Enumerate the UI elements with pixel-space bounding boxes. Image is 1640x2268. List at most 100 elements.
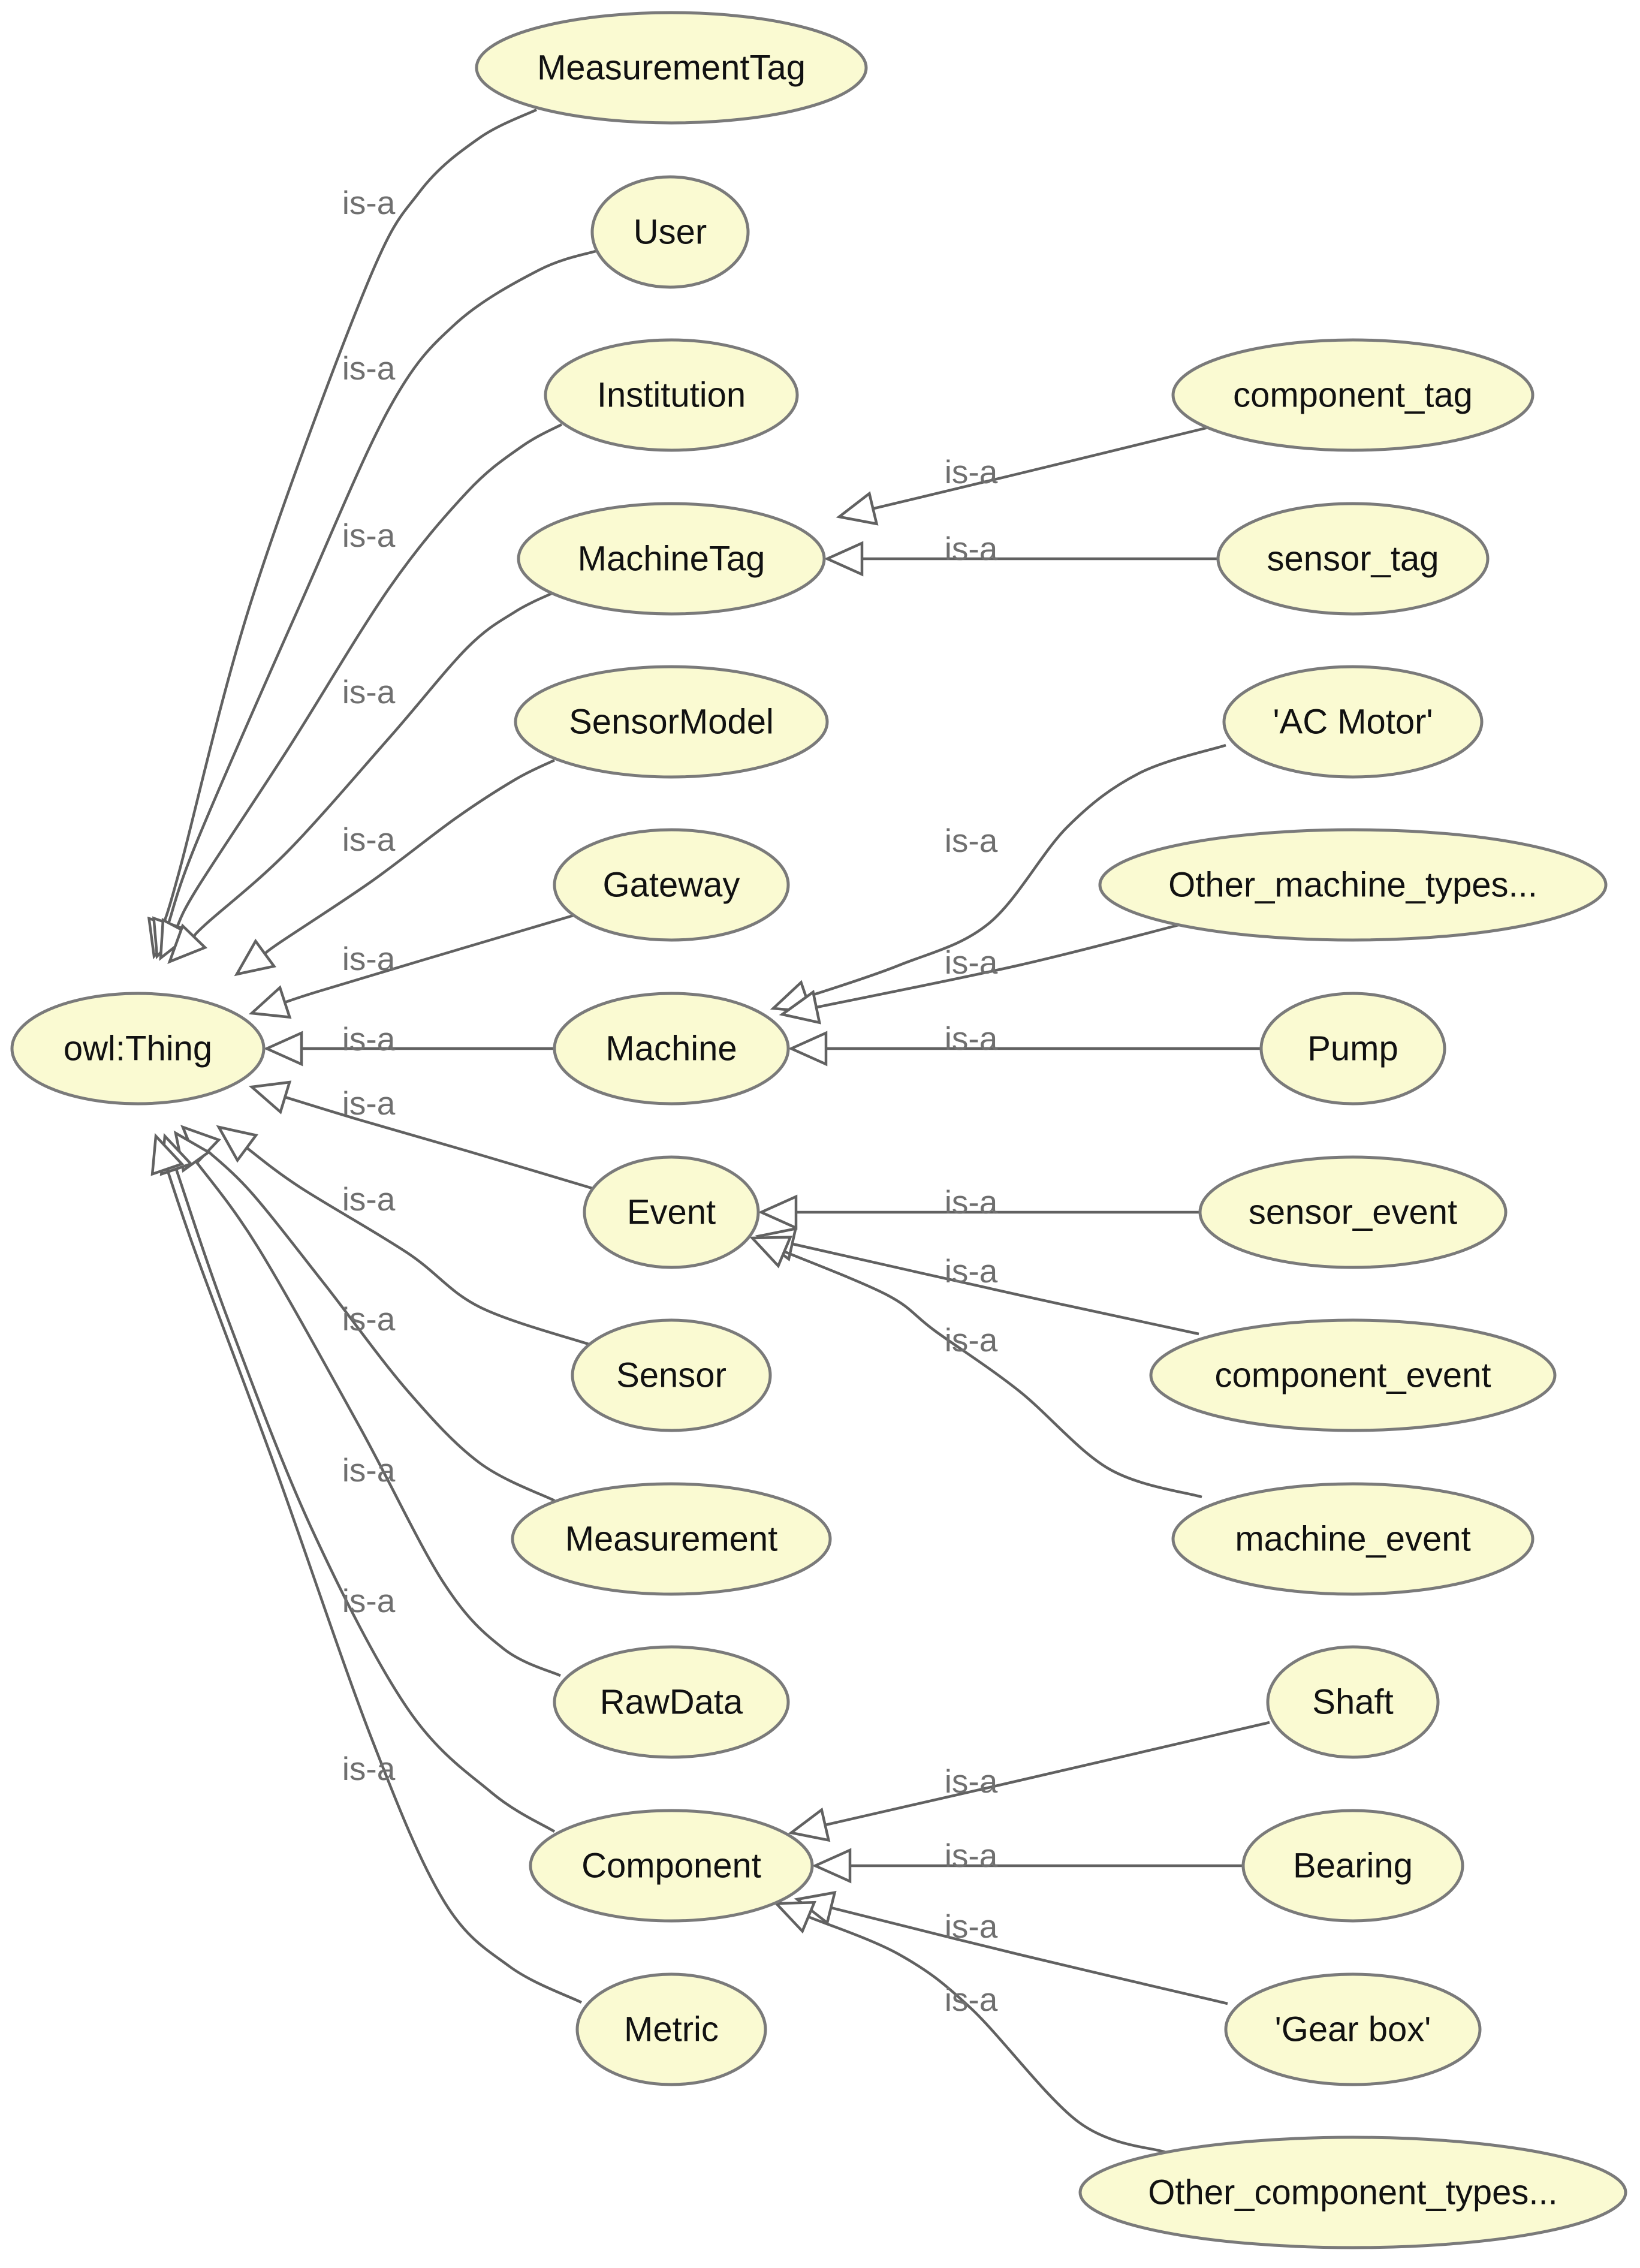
node-label: MeasurementTag: [537, 49, 806, 88]
class-node-pump[interactable]: Pump: [1259, 992, 1446, 1106]
edge-event-to-owl_thing: [284, 1095, 593, 1190]
edge-label-user: is-a: [342, 350, 396, 387]
class-node-sensormodel[interactable]: SensorModel: [514, 665, 829, 779]
node-ellipse: [517, 502, 826, 616]
arrowhead-machine_event-to-event: [749, 1236, 792, 1269]
node-ellipse: [1171, 1482, 1535, 1596]
edge-sensormodel-to-owl_thing: [264, 758, 555, 955]
node-label: SensorModel: [569, 703, 774, 742]
node-label: Sensor: [616, 1356, 726, 1395]
node-label: sensor_tag: [1267, 540, 1439, 579]
node-label: component_event: [1214, 1356, 1491, 1395]
class-node-measurement[interactable]: Measurement: [511, 1482, 832, 1596]
edge-other_machine_types-to-machine: [816, 923, 1181, 1009]
edge-label-ac_motor: is-a: [945, 822, 998, 859]
arrowhead-shaft-to-component: [788, 1807, 831, 1842]
class-node-sensor-tag[interactable]: sensor_tag: [1216, 502, 1490, 616]
node-label: Other_component_types...: [1148, 2173, 1558, 2212]
arrowhead-event-to-owl_thing: [248, 1080, 292, 1115]
node-ellipse: [1149, 1318, 1557, 1432]
arrowhead-sensor_tag-to-machinetag: [824, 541, 864, 577]
edge-label-component_tag: is-a: [945, 453, 998, 490]
edge-ac_motor-to-machine: [806, 743, 1226, 999]
edge-gear_box-to-component: [830, 1906, 1228, 2005]
class-node-component-tag[interactable]: component_tag: [1171, 338, 1535, 452]
class-node-user[interactable]: User: [590, 175, 750, 289]
arrowhead-other_component_types-to-component: [773, 1900, 816, 1934]
edge-label-measurementtag: is-a: [342, 184, 396, 221]
arrowhead-bearing-to-component: [812, 1848, 852, 1884]
edge-component_event-to-event: [792, 1242, 1199, 1336]
edge-user-to-owl_thing: [167, 249, 598, 924]
class-node-other-machine-types[interactable]: Other_machine_types...: [1098, 828, 1608, 942]
edge-label-other_machine_types: is-a: [945, 944, 998, 981]
edge-label-rawdata: is-a: [342, 1451, 396, 1489]
node-ellipse: [1078, 2136, 1627, 2249]
nodes-layer: owl:Thing MeasurementTagUserInstitutionMa…: [10, 11, 1627, 2249]
node-ellipse: [590, 175, 750, 289]
node-label: component_tag: [1233, 376, 1473, 415]
class-node-sensor-event[interactable]: sensor_event: [1198, 1155, 1508, 1269]
node-ellipse: [553, 1645, 790, 1759]
class-node-machine[interactable]: Machine: [553, 992, 790, 1106]
class-node-component[interactable]: Component: [529, 1809, 814, 1923]
class-node-metric[interactable]: Metric: [575, 1972, 767, 2086]
node-label: sensor_event: [1249, 1193, 1457, 1232]
edge-label-metric: is-a: [342, 1750, 396, 1787]
edge-label-sensormodel: is-a: [342, 821, 396, 858]
arrowhead-machine-to-owl_thing: [263, 1031, 303, 1067]
node-label: RawData: [600, 1683, 743, 1722]
class-node-event[interactable]: Event: [583, 1155, 760, 1269]
class-node-institution[interactable]: Institution: [544, 338, 799, 452]
node-label: Pump: [1307, 1029, 1398, 1068]
edge-label-sensor_event: is-a: [945, 1183, 998, 1221]
arrowhead-gateway-to-owl_thing: [248, 985, 292, 1019]
edge-machinetag-to-owl_thing: [192, 592, 553, 938]
class-node-rawdata[interactable]: RawData: [553, 1645, 790, 1759]
edge-label-measurement: is-a: [342, 1300, 396, 1338]
node-label: Institution: [597, 376, 746, 415]
class-node-component-event[interactable]: component_event: [1149, 1318, 1557, 1432]
class-node-machinetag[interactable]: MachineTag: [517, 502, 826, 616]
edge-gateway-to-owl_thing: [284, 913, 576, 1004]
node-ellipse: [1098, 828, 1608, 942]
edge-measurementtag-to-owl_thing: [162, 108, 537, 924]
node-ellipse: [571, 1318, 772, 1432]
class-node-sensor[interactable]: Sensor: [571, 1318, 772, 1432]
edge-label-pump: is-a: [945, 1020, 998, 1057]
node-ellipse: [511, 1482, 832, 1596]
edge-label-sensor: is-a: [342, 1180, 396, 1218]
node-label: User: [634, 213, 707, 252]
node-ellipse: [1241, 1809, 1464, 1923]
edge-label-other_component_types: is-a: [945, 1981, 998, 2018]
class-node-bearing[interactable]: Bearing: [1241, 1809, 1464, 1923]
edge-label-sensor_tag: is-a: [945, 530, 998, 567]
edge-component-to-owl_thing: [174, 1168, 556, 1833]
edge-label-institution: is-a: [342, 517, 396, 554]
node-ellipse: [583, 1155, 760, 1269]
class-node-gateway[interactable]: Gateway: [553, 828, 790, 942]
node-label: Metric: [624, 2010, 719, 2049]
class-node-gear-box[interactable]: 'Gear box': [1224, 1972, 1482, 2086]
arrowhead-sensormodel-to-owl_thing: [234, 938, 277, 977]
class-node-other-component-types[interactable]: Other_component_types...: [1078, 2136, 1627, 2249]
class-node-ac-motor[interactable]: 'AC Motor': [1222, 665, 1484, 779]
edge-metric-to-owl_thing: [165, 1168, 583, 2004]
edge-label-component: is-a: [342, 1582, 396, 1619]
node-label: Gateway: [603, 866, 740, 905]
arrowhead-sensor-to-owl_thing: [216, 1125, 258, 1163]
node-ellipse: [475, 11, 868, 125]
node-ellipse: [10, 992, 266, 1106]
edge-labels-layer: is-a is-a is-a is-a is-a is-a is-a is-a is-a is-a…: [342, 184, 998, 2018]
class-node-measurementtag[interactable]: MeasurementTag: [475, 11, 868, 125]
node-label: machine_event: [1235, 1520, 1470, 1559]
class-node-shaft[interactable]: Shaft: [1266, 1645, 1440, 1759]
node-ellipse: [1259, 992, 1446, 1106]
node-ellipse: [544, 338, 799, 452]
node-ellipse: [529, 1809, 814, 1923]
edge-institution-to-owl_thing: [175, 423, 563, 928]
class-node-machine-event[interactable]: machine_event: [1171, 1482, 1535, 1596]
class-node-owl-thing[interactable]: owl:Thing: [10, 992, 266, 1106]
node-ellipse: [553, 828, 790, 942]
edge-measurement-to-owl_thing: [207, 1150, 556, 1502]
